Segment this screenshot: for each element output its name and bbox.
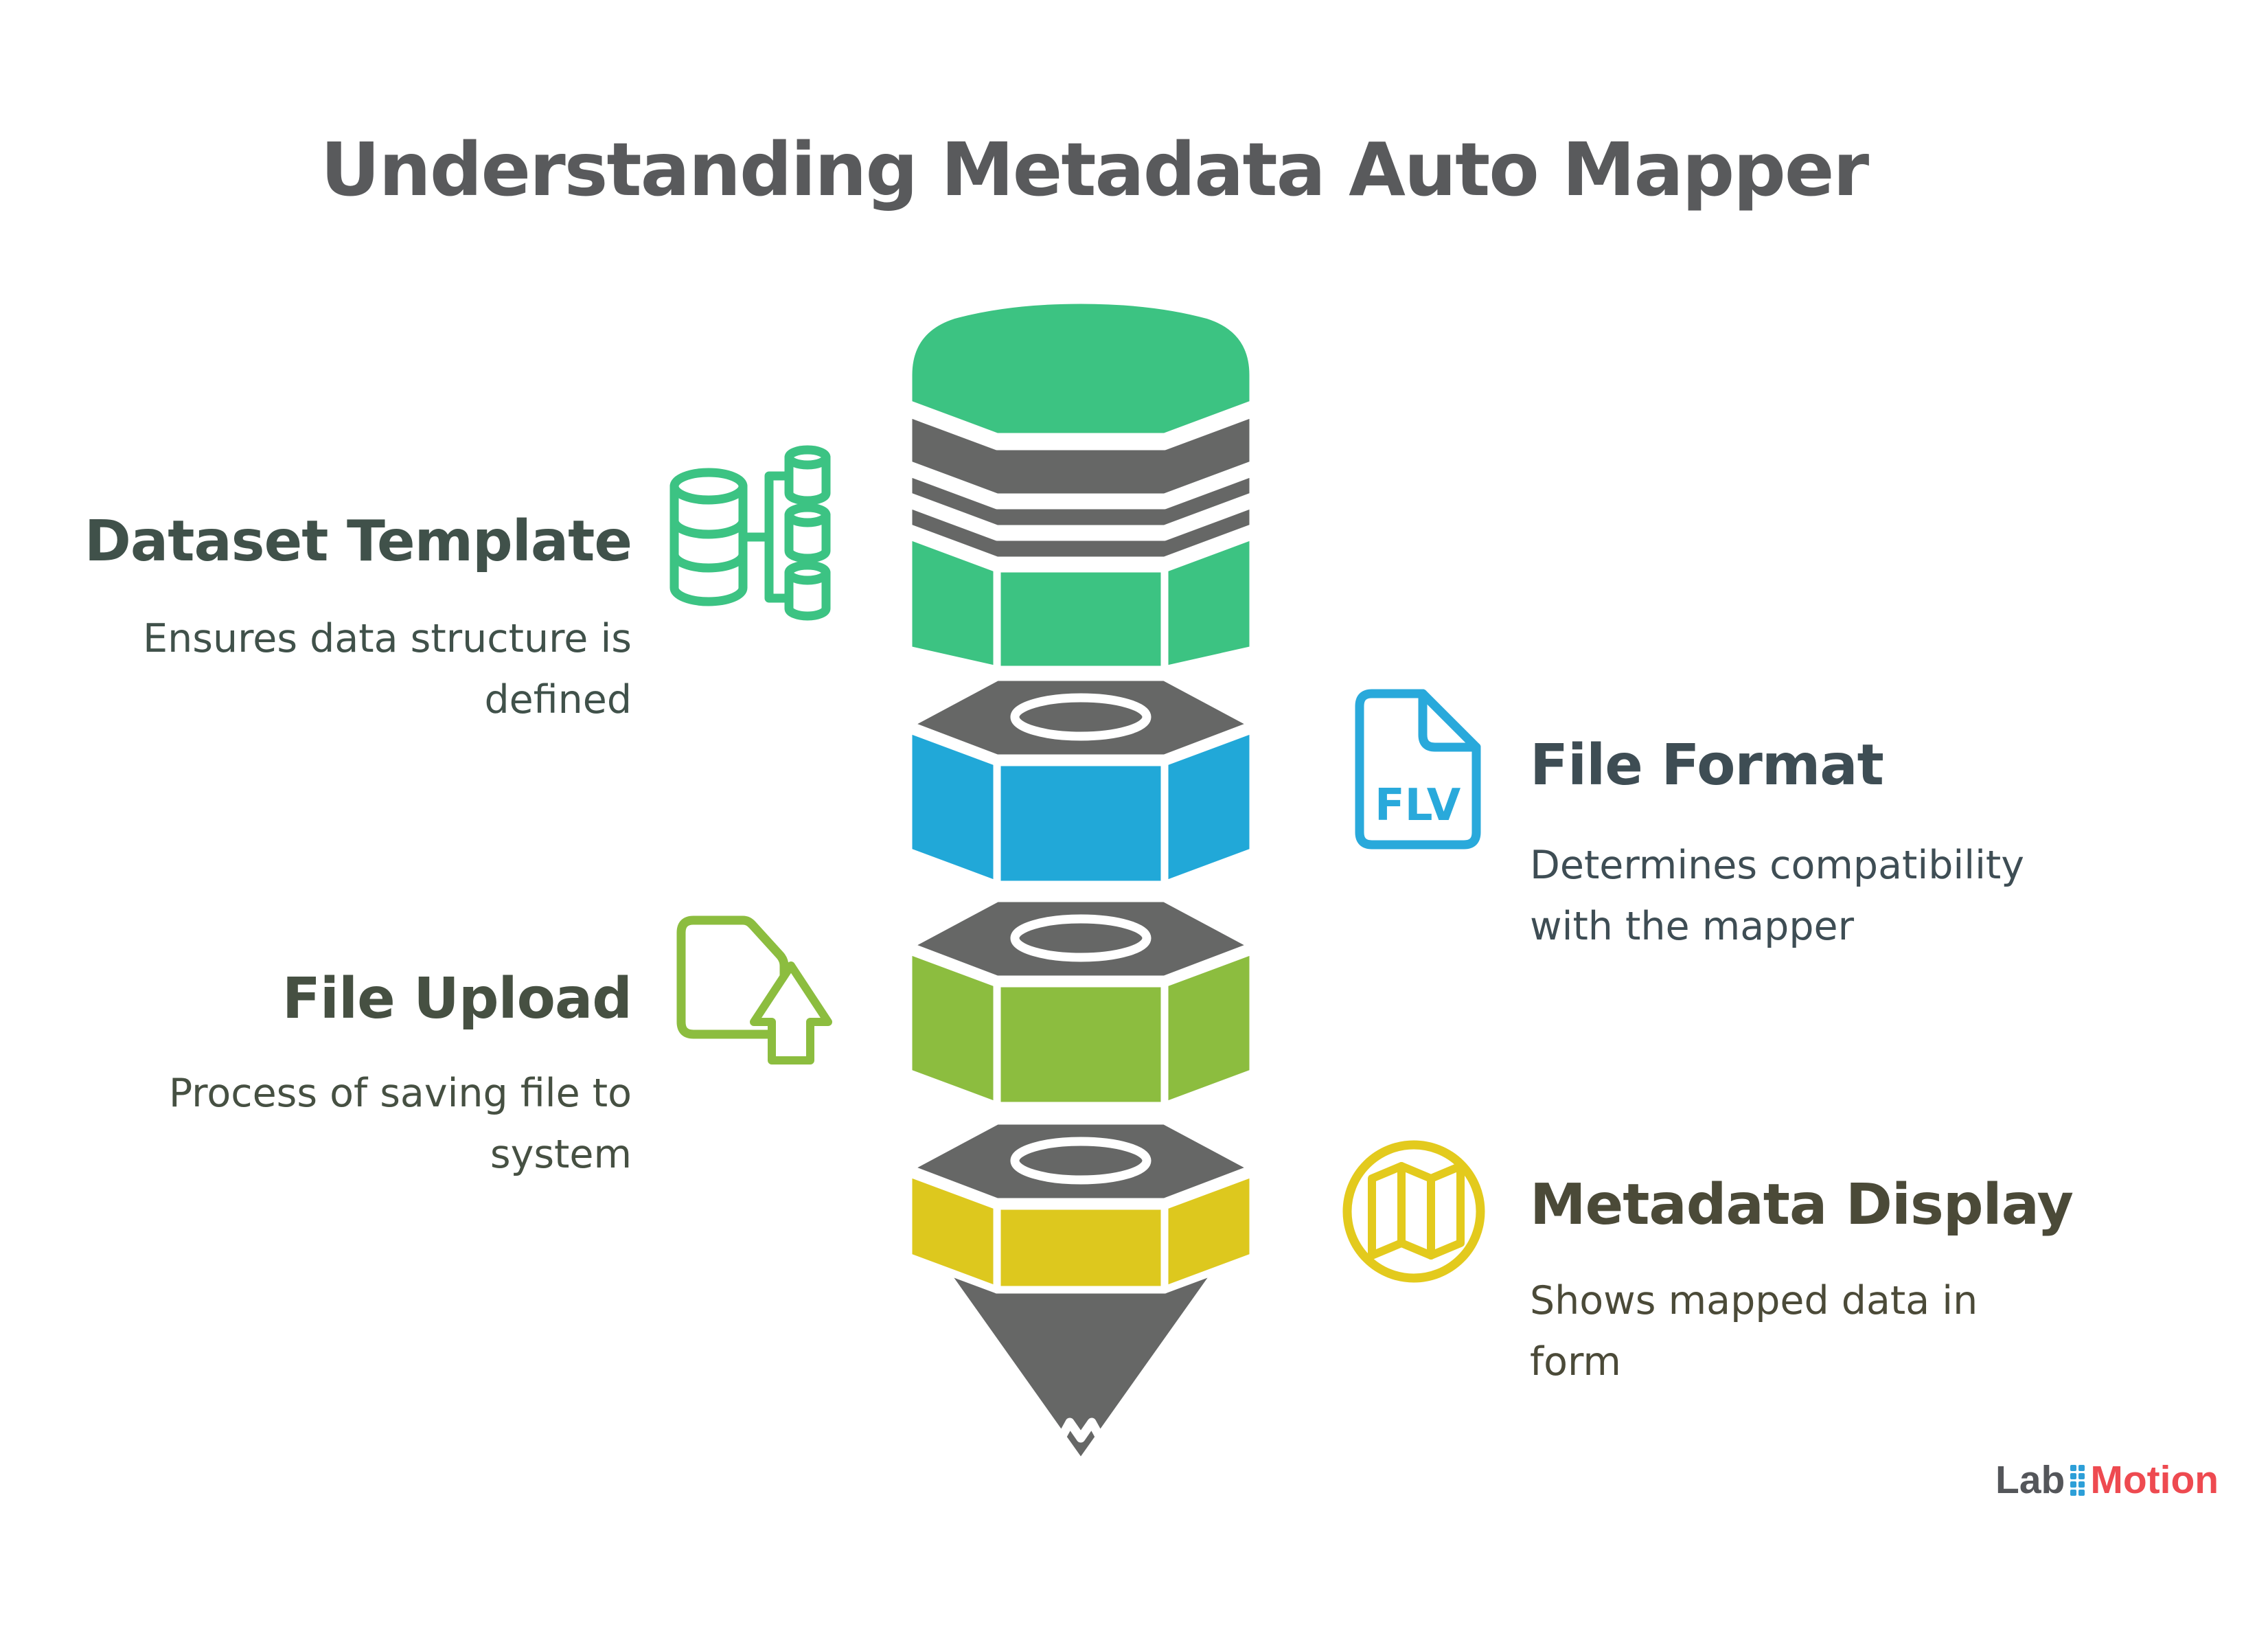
segment-face-front xyxy=(993,565,1169,674)
desc-line: Process of saving file to xyxy=(168,1071,632,1116)
db-separator xyxy=(669,549,748,573)
small-db-body xyxy=(784,568,831,621)
dot xyxy=(2070,1464,2077,1471)
desc-line: Shows mapped data in xyxy=(1530,1278,1978,1323)
db-separator xyxy=(669,516,748,539)
database-tree-icon xyxy=(669,445,831,621)
connector-bracket xyxy=(764,471,792,603)
segment-top-face xyxy=(905,1117,1257,1206)
desc-line: Ensures data structure is xyxy=(143,616,632,661)
desc-line: system xyxy=(490,1132,632,1177)
section-desc-file-upload: Process of saving file to system xyxy=(0,1063,632,1185)
dot xyxy=(2070,1481,2077,1488)
map-outline xyxy=(1368,1162,1465,1260)
segment-face-right xyxy=(1160,532,1257,674)
desc-line: with the mapper xyxy=(1530,904,1855,949)
page-title: Understanding Metadata Auto Mapper xyxy=(320,128,1869,213)
db-cylinder-body xyxy=(669,481,748,606)
dot xyxy=(2070,1489,2077,1496)
pencil-tip-notch xyxy=(1051,1417,1111,1453)
pencil-diagram xyxy=(905,296,1257,1467)
file-type-label: FLV xyxy=(1375,780,1461,831)
pencil-segment-file-format xyxy=(905,673,1257,889)
segment-face-front xyxy=(993,758,1169,889)
ferrule-band xyxy=(905,500,1257,565)
section-heading-dataset-template: Dataset Template xyxy=(84,509,632,574)
section-heading-file-upload: File Upload xyxy=(282,966,632,1032)
section-heading-file-format: File Format xyxy=(1530,733,1884,798)
ferrule-band xyxy=(905,468,1257,533)
section-desc-dataset-template: Ensures data structure is defined xyxy=(0,608,632,731)
desc-line: form xyxy=(1530,1339,1621,1385)
file-outline xyxy=(1355,689,1481,850)
segment-face-right xyxy=(1160,1169,1257,1294)
segment-top-hole xyxy=(1010,1137,1152,1185)
upload-arrow-icon xyxy=(750,961,832,1064)
brand-logo-motion: Motion xyxy=(2090,1458,2219,1502)
segment-face-front xyxy=(993,1202,1169,1294)
dot xyxy=(2078,1464,2085,1471)
dot xyxy=(2078,1481,2085,1488)
segment-face-front xyxy=(993,979,1169,1110)
segment-top-face xyxy=(905,673,1257,762)
file-upload-icon xyxy=(676,915,832,1064)
dot xyxy=(2078,1472,2085,1479)
pencil-segment-file-upload xyxy=(905,894,1257,1110)
dot xyxy=(2078,1489,2085,1496)
brand-logo-dots-icon xyxy=(2070,1464,2085,1496)
flv-file-icon: FLV xyxy=(1355,689,1481,850)
small-db-top xyxy=(784,503,831,527)
segment-top-hole xyxy=(1010,693,1152,741)
brand-logo-lab: Lab xyxy=(1995,1458,2065,1502)
section-desc-metadata-display: Shows mapped data in form xyxy=(1530,1271,2258,1393)
segment-face-right xyxy=(1160,725,1257,889)
segment-face-right xyxy=(1160,946,1257,1110)
small-db-top xyxy=(784,560,831,585)
folded-map-icon xyxy=(1342,1140,1485,1283)
small-db-body xyxy=(784,510,831,563)
pencil-eraser-segment xyxy=(905,296,1257,674)
desc-line: defined xyxy=(484,677,632,722)
db-cylinder-top xyxy=(669,468,748,505)
pencil-segment-metadata-display xyxy=(905,1117,1257,1294)
file-fold-corner xyxy=(1418,689,1481,752)
dot xyxy=(2070,1472,2077,1479)
small-db-top xyxy=(784,445,831,470)
section-heading-metadata-display: Metadata Display xyxy=(1530,1172,2074,1238)
file-outline xyxy=(676,915,789,1039)
eraser-dome xyxy=(905,296,1257,441)
section-desc-file-format: Determines compatibility with the mapper xyxy=(1530,835,2258,957)
ferrule-band xyxy=(905,409,1257,501)
small-db-body xyxy=(784,453,831,505)
icon-circle xyxy=(1342,1140,1485,1283)
brand-logo: Lab Motion xyxy=(1995,1457,2219,1503)
desc-line: Determines compatibility xyxy=(1530,843,2024,888)
segment-top-face xyxy=(905,894,1257,983)
segment-top-hole xyxy=(1010,914,1152,962)
